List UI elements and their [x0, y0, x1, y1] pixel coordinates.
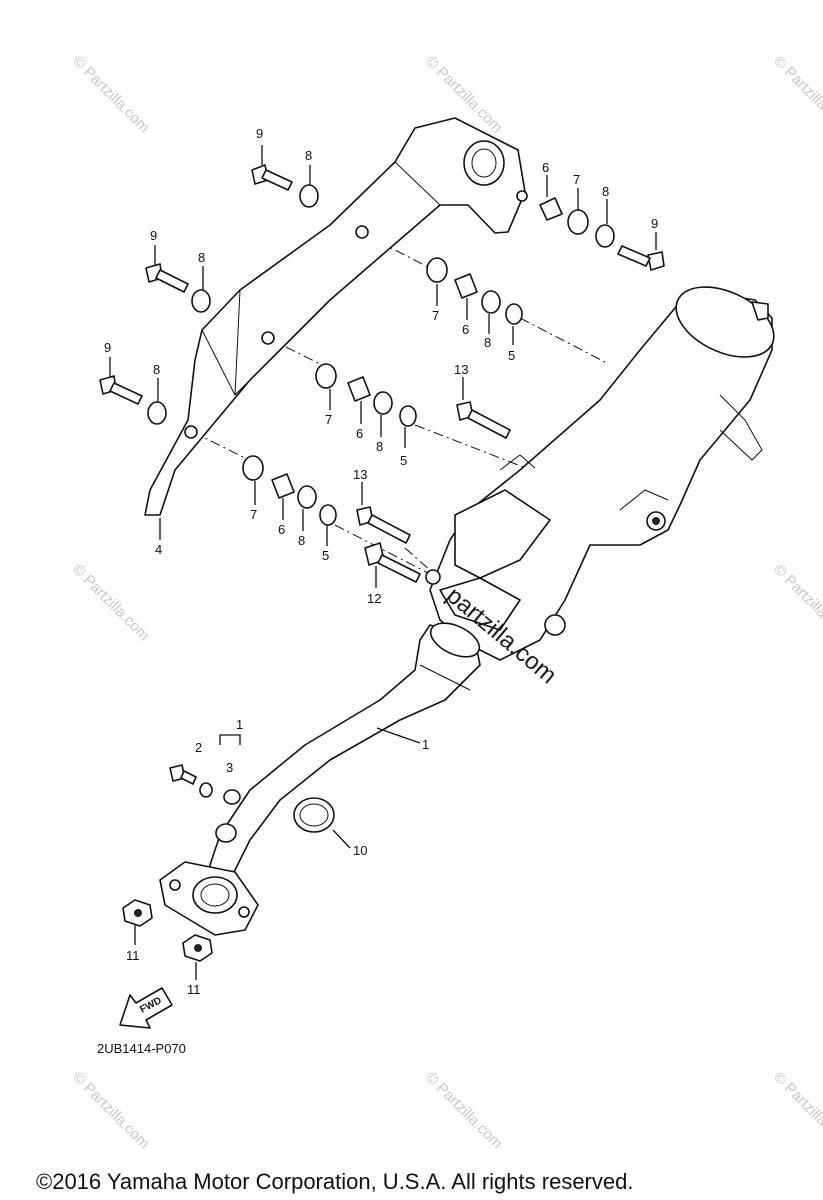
callout-7: 7	[325, 412, 332, 427]
watermark-bottom-center: © Partzilla.com	[422, 1069, 505, 1152]
collars-grommets-part-6-7	[242, 197, 589, 499]
watermark-top-right: © Partzilla.com	[770, 53, 823, 136]
watermark-bottom-right: © Partzilla.com	[770, 1069, 823, 1152]
callout-8: 8	[376, 439, 383, 454]
callouts: 9 8 9 8 9 8 6 7 8 9 7 6 8 5 7 6 8 5 7 6 …	[104, 126, 658, 997]
bolts-part-9	[99, 164, 665, 405]
callout-8: 8	[153, 362, 160, 377]
copyright-footer: ©2016 Yamaha Motor Corporation, U.S.A. A…	[36, 1169, 633, 1194]
callout-5: 5	[322, 548, 329, 563]
watermark-bottom-left: © Partzilla.com	[69, 1069, 152, 1152]
callout-8: 8	[198, 250, 205, 265]
callout-11: 11	[187, 982, 201, 997]
bolts-part-12-13	[356, 401, 511, 583]
callout-8: 8	[298, 533, 305, 548]
nut-part-11	[122, 899, 213, 962]
callout-10: 10	[353, 843, 367, 858]
callout-5: 5	[400, 453, 407, 468]
watermark-mid-left: © Partzilla.com	[69, 561, 152, 644]
heat-protector-part-4	[144, 117, 528, 516]
callout-8: 8	[484, 335, 491, 350]
callout-6: 6	[278, 522, 285, 537]
callout-5: 5	[508, 348, 515, 363]
callout-7: 7	[250, 507, 257, 522]
callout-1: 1	[422, 737, 429, 752]
callout-9: 9	[150, 228, 157, 243]
callout-13: 13	[353, 467, 367, 482]
callout-9: 9	[256, 126, 263, 141]
callout-12: 12	[367, 591, 381, 606]
callout-9: 9	[651, 216, 658, 231]
callout-11: 11	[126, 948, 140, 963]
callout-7: 7	[432, 308, 439, 323]
fwd-arrow-icon: FWD	[119, 987, 173, 1029]
callout-7: 7	[573, 172, 580, 187]
watermark-mid-right: © Partzilla.com	[770, 561, 823, 644]
callout-2: 2	[195, 740, 202, 755]
callout-8: 8	[602, 184, 609, 199]
callout-3: 3	[226, 760, 233, 775]
callout-13: 13	[454, 362, 468, 377]
exhaust-pipe	[159, 622, 481, 936]
callout-6: 6	[462, 322, 469, 337]
callout-6: 6	[542, 160, 549, 175]
muffler-part-1	[425, 286, 775, 661]
washers-part-8-5	[147, 184, 615, 526]
diagram-code: 2UB1414-P070	[97, 1041, 186, 1056]
watermark-top-left: © Partzilla.com	[69, 53, 152, 136]
gasket-part-10	[293, 797, 335, 833]
leader-lines	[109, 145, 657, 980]
callout-8: 8	[305, 148, 312, 163]
callout-6: 6	[356, 426, 363, 441]
bolt-part-2	[169, 764, 197, 785]
washer-part-3	[199, 782, 213, 798]
callout-4: 4	[155, 542, 162, 557]
callout-9: 9	[104, 340, 111, 355]
callout-1: 1	[236, 717, 243, 732]
